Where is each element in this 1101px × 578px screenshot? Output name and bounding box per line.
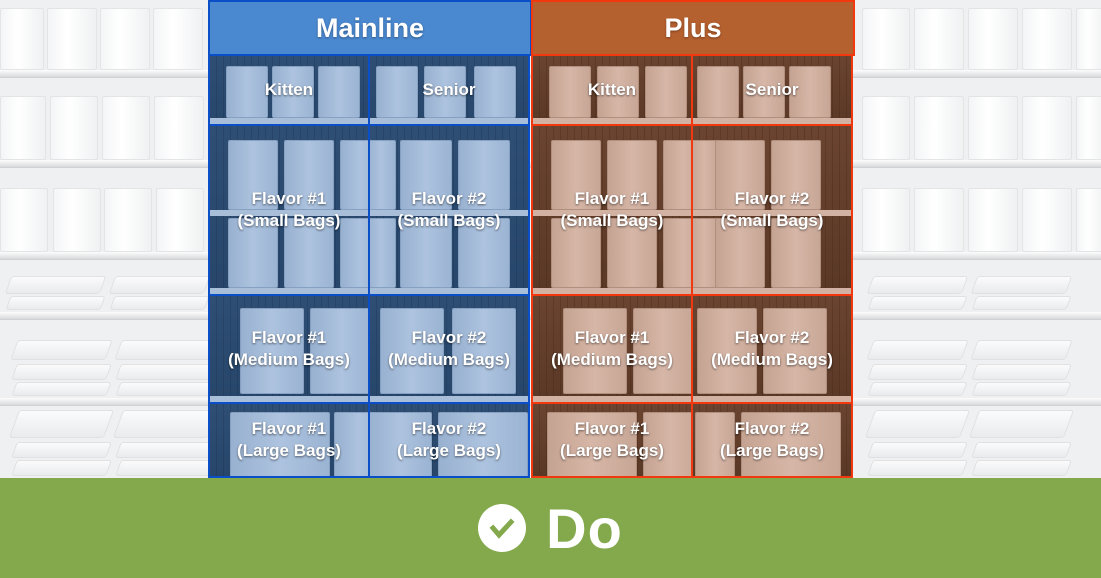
cell-plus-flavor2-medium: Flavor #2 (Medium Bags)	[691, 294, 853, 404]
product-bag	[109, 296, 210, 310]
cell-label: Flavor #1 (Small Bags)	[560, 189, 664, 230]
cell-plus-flavor2-small: Flavor #2 (Small Bags)	[691, 124, 853, 296]
product-bag	[108, 276, 211, 294]
product-box	[53, 188, 101, 252]
product-box	[1076, 96, 1101, 160]
cell-label: Flavor #1 (Medium Bags)	[228, 328, 350, 369]
cell-label: Senior	[422, 80, 476, 99]
product-bag	[867, 382, 968, 396]
product-box	[914, 188, 964, 252]
product-box	[47, 8, 97, 70]
product-bag	[11, 442, 112, 458]
product-box	[100, 8, 150, 70]
product-bag	[11, 364, 112, 380]
cell-label: Kitten	[264, 80, 314, 99]
cell-label: Flavor #1 (Small Bags)	[237, 189, 341, 230]
cell-plus-senior: Senior	[691, 54, 853, 126]
product-box	[104, 188, 152, 252]
product-box	[1022, 188, 1072, 252]
product-box	[914, 8, 964, 70]
product-box	[1022, 8, 1072, 70]
cell-label: Flavor #2 (Medium Bags)	[388, 328, 510, 369]
cell-label: Flavor #1 (Medium Bags)	[551, 328, 673, 369]
product-bag	[5, 296, 106, 310]
product-bag	[970, 276, 1073, 294]
cell-label: Flavor #2 (Large Bags)	[720, 419, 824, 460]
product-bag	[971, 296, 1072, 310]
product-bag	[970, 340, 1073, 360]
plus-header: Plus	[531, 0, 855, 56]
product-bag	[11, 382, 112, 396]
cell-mainline-flavor1-medium: Flavor #1 (Medium Bags)	[208, 294, 370, 404]
cell-label: Flavor #2 (Large Bags)	[397, 419, 501, 460]
cell-label: Senior	[745, 80, 799, 99]
cell-mainline-kitten: Kitten	[208, 54, 370, 126]
cell-label: Flavor #1 (Large Bags)	[560, 419, 664, 460]
product-box	[156, 188, 204, 252]
cell-label: Flavor #1 (Large Bags)	[237, 419, 341, 460]
cell-mainline-senior: Senior	[368, 54, 530, 126]
product-box	[154, 96, 204, 160]
cell-plus-flavor1-medium: Flavor #1 (Medium Bags)	[531, 294, 693, 404]
mainline-block: Mainline Kitten Senior Flavor #1 (Small …	[208, 0, 532, 478]
product-bag	[971, 364, 1072, 380]
product-bag	[971, 460, 1072, 476]
product-bag	[11, 460, 112, 476]
plus-block: Plus Kitten Senior Flavor #1 (Small Bags…	[531, 0, 855, 478]
cell-mainline-flavor2-medium: Flavor #2 (Medium Bags)	[368, 294, 530, 404]
product-bag	[866, 276, 969, 294]
product-bag	[867, 296, 968, 310]
product-bag	[112, 410, 219, 438]
cell-mainline-flavor1-small: Flavor #1 (Small Bags)	[208, 124, 370, 296]
product-box	[862, 96, 910, 160]
product-bag	[115, 364, 216, 380]
cell-label: Flavor #2 (Medium Bags)	[711, 328, 833, 369]
cell-label: Flavor #2 (Small Bags)	[397, 189, 501, 230]
product-bag	[867, 364, 968, 380]
product-bag	[968, 410, 1075, 438]
product-box	[0, 96, 46, 160]
cell-plus-flavor1-small: Flavor #1 (Small Bags)	[531, 124, 693, 296]
product-bag	[10, 340, 113, 360]
do-label: Do	[546, 496, 623, 560]
product-box	[50, 96, 98, 160]
cell-label: Flavor #2 (Small Bags)	[720, 189, 824, 230]
cell-mainline-flavor1-large: Flavor #1 (Large Bags)	[208, 402, 370, 478]
product-bag	[864, 410, 971, 438]
product-bag	[114, 340, 217, 360]
product-box	[0, 8, 44, 70]
product-bag	[867, 442, 968, 458]
product-bag	[867, 460, 968, 476]
product-box	[153, 8, 203, 70]
product-box	[968, 96, 1018, 160]
product-box	[1076, 188, 1101, 252]
mainline-header: Mainline	[208, 0, 532, 56]
product-box	[862, 188, 910, 252]
cell-label: Kitten	[587, 80, 637, 99]
product-box	[0, 188, 48, 252]
cell-plus-flavor2-large: Flavor #2 (Large Bags)	[691, 402, 853, 478]
cell-plus-flavor1-large: Flavor #1 (Large Bags)	[531, 402, 693, 478]
product-box	[1022, 96, 1072, 160]
product-bag	[115, 442, 216, 458]
check-circle-icon	[478, 504, 527, 552]
product-box	[1076, 8, 1101, 70]
planogram: Mainline Kitten Senior Flavor #1 (Small …	[208, 0, 856, 478]
product-box	[968, 8, 1018, 70]
product-bag	[866, 340, 969, 360]
product-bag	[4, 276, 107, 294]
product-bag	[971, 442, 1072, 458]
cell-mainline-flavor2-small: Flavor #2 (Small Bags)	[368, 124, 530, 296]
product-box	[102, 96, 150, 160]
do-banner: Do	[0, 478, 1101, 578]
product-box	[968, 188, 1018, 252]
product-box	[862, 8, 910, 70]
cell-plus-kitten: Kitten	[531, 54, 693, 126]
product-bag	[115, 382, 216, 396]
product-bag	[8, 410, 115, 438]
cell-mainline-flavor2-large: Flavor #2 (Large Bags)	[368, 402, 530, 478]
product-bag	[115, 460, 216, 476]
product-bag	[971, 382, 1072, 396]
product-box	[914, 96, 964, 160]
